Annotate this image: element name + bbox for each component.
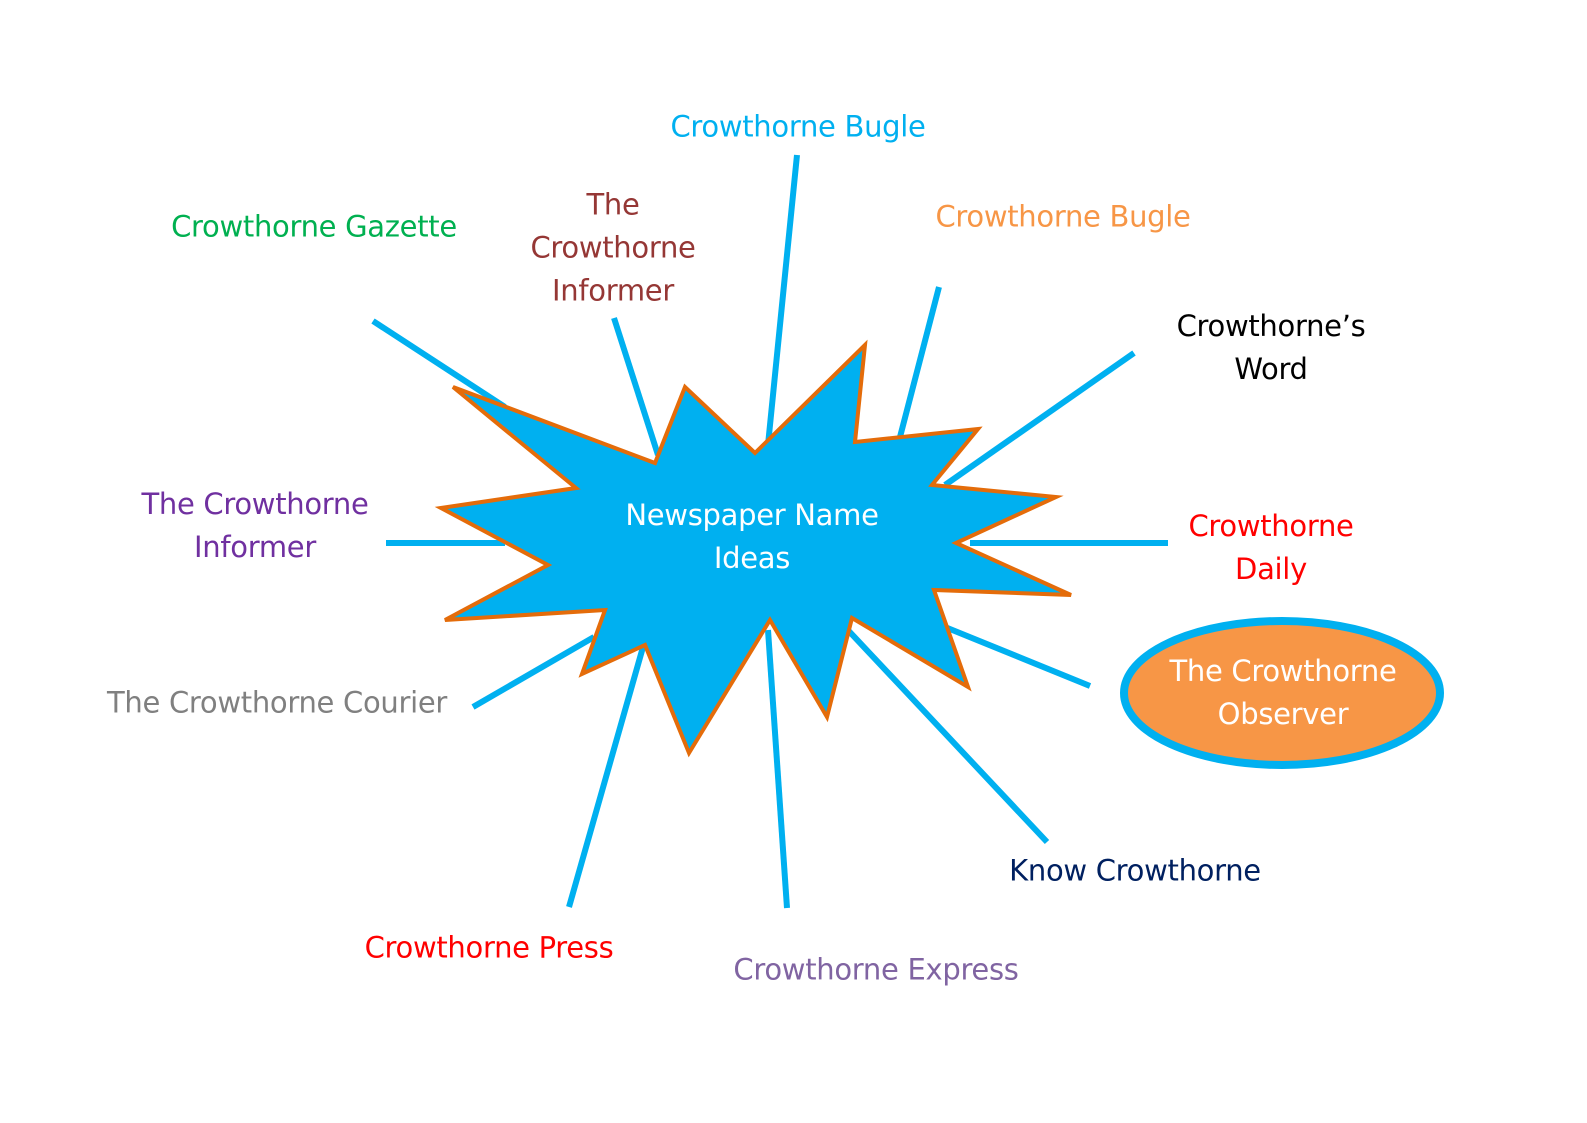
idea-the-crowthorne-informer-top: The Crowthorne Informer (530, 187, 696, 308)
spoke-line-2 (611, 317, 661, 456)
spoke-line-12 (943, 624, 1092, 689)
idea-the-crowthorne-courier: The Crowthorne Courier (106, 685, 448, 720)
idea-crowthorne-bugle-blue: Crowthorne Bugle (670, 109, 926, 144)
center-label: Newspaper Name Ideas (625, 498, 879, 575)
idea-crowthorne-gazette: Crowthorne Gazette (171, 209, 457, 244)
idea-crowthornes-word: Crowthorne’s Word (1176, 309, 1366, 386)
spoke-line-5 (943, 350, 1136, 488)
spoke-line-10 (566, 639, 648, 908)
spoke-line-4 (897, 286, 942, 438)
highlight-label: The Crowthorne Observer (1169, 654, 1397, 731)
spoke-line-9 (843, 625, 1050, 845)
spoke-line-3 (371, 318, 507, 410)
idea-know-crowthorne: Know Crowthorne (1009, 853, 1261, 888)
spokes (371, 154, 1168, 909)
center-starburst (434, 339, 1072, 758)
spoke-line-8 (471, 634, 596, 710)
spoke-line-11 (765, 629, 790, 909)
idea-the-crowthorne-informer-left: The Crowthorne Informer (141, 487, 369, 564)
idea-crowthorne-bugle-orange: Crowthorne Bugle (935, 199, 1191, 234)
idea-crowthorne-press: Crowthorne Press (364, 930, 614, 965)
idea-crowthorne-daily: Crowthorne Daily (1188, 509, 1354, 586)
spoke-line-1 (765, 154, 800, 446)
highlight-oval (1120, 617, 1444, 769)
idea-crowthorne-express: Crowthorne Express (733, 952, 1019, 987)
